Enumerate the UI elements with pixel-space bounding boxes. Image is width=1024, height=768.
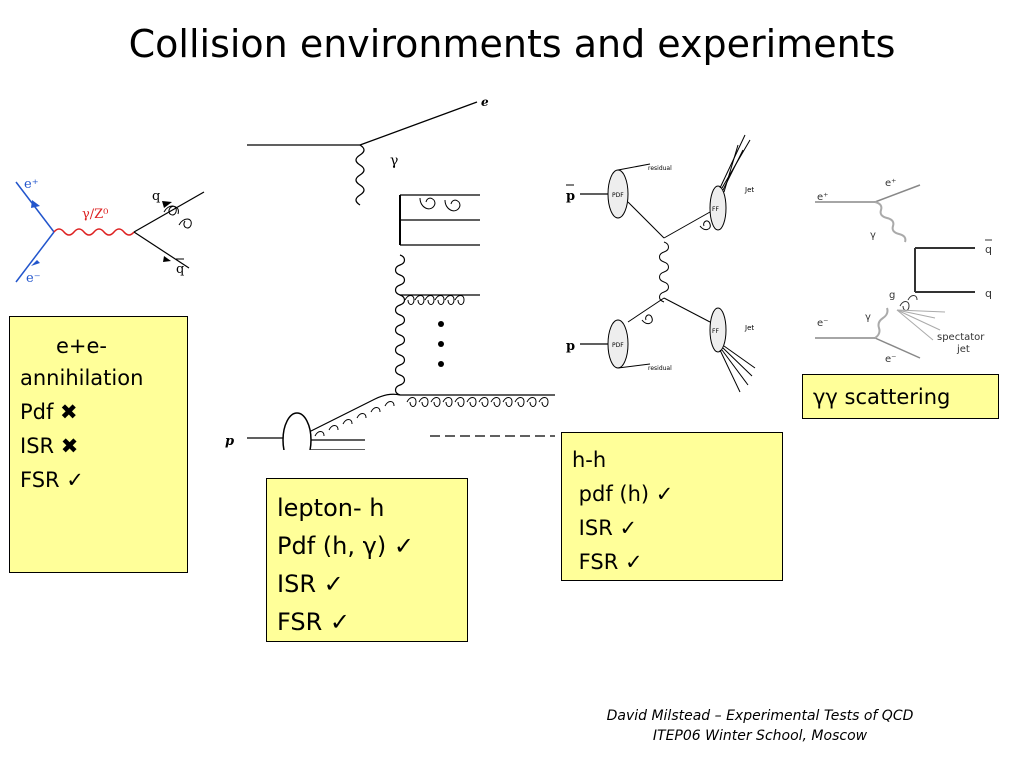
e-plus-label: e⁺: [24, 177, 39, 192]
svg-text:q: q: [985, 287, 992, 300]
hh-box-line: ISR ✓: [572, 516, 638, 540]
boson-label: γ/Z⁰: [82, 207, 108, 222]
gamma-gamma-diagram: e⁺ e⁺ γ q q g e⁻ e⁻ γ spectator jet: [815, 178, 992, 365]
hh-box-line: FSR ✓: [572, 550, 643, 574]
electron-label: e: [481, 95, 489, 109]
svg-text:jet: jet: [956, 344, 970, 355]
proton-label-hh: p: [566, 339, 575, 354]
ee-box-line: annihilation: [20, 366, 144, 390]
svg-text:g: g: [889, 290, 895, 301]
gamma-gamma-box: γγ scattering: [802, 374, 999, 419]
lepton-box-line: Pdf (h, γ) ✓: [277, 532, 414, 560]
photon-label: γ: [390, 153, 398, 169]
lepton-hadron-diagram: e γ p: [225, 95, 555, 450]
slide-title: Collision environments and experiments: [128, 22, 896, 66]
photon-line: [355, 144, 365, 206]
antiquark-label: q: [176, 262, 184, 277]
lepton-box-line: ISR ✓: [277, 570, 344, 598]
svg-text:e⁺: e⁺: [885, 178, 896, 189]
gluon-ladder: [394, 254, 406, 396]
lepton-box-line: FSR ✓: [277, 608, 351, 636]
e-minus-label: e⁻: [26, 271, 41, 286]
ee-box-line: FSR ✓: [20, 468, 84, 492]
ee-annihilation-diagram: e⁺ e⁻ γ/Z⁰ q q: [4, 170, 214, 300]
hadron-hadron-diagram: PDF residual p FF Jet PDF residual p FF …: [566, 134, 756, 393]
svg-text:Jet: Jet: [744, 324, 754, 332]
svg-text:FF: FF: [712, 328, 719, 335]
svg-text:e⁻: e⁻: [817, 318, 828, 329]
svg-text:PDF: PDF: [612, 192, 624, 199]
hh-box-heading: h-h: [572, 448, 607, 472]
ee-box-line: Pdf ✖: [20, 400, 78, 424]
proton-label: p: [225, 434, 234, 449]
footer-author: David Milstead – Experimental Tests of Q…: [606, 708, 914, 724]
boson-propagator: [53, 228, 135, 236]
svg-text:PDF: PDF: [612, 342, 624, 349]
proton-blob: [282, 412, 312, 450]
lepton-box-heading: lepton- h: [277, 494, 385, 522]
ee-box-heading: e+e-: [56, 334, 108, 358]
gamma-gamma-label: γγ scattering: [813, 385, 951, 409]
svg-text:q: q: [985, 243, 992, 256]
lepton-hadron-box: lepton- h Pdf (h, γ) ✓ ISR ✓ FSR ✓: [266, 478, 468, 642]
svg-text:residual: residual: [648, 365, 672, 372]
ee-annihilation-box: e+e- annihilation Pdf ✖ ISR ✖ FSR ✓: [9, 316, 188, 573]
hadron-hadron-box: h-h pdf (h) ✓ ISR ✓ FSR ✓: [561, 432, 783, 581]
quark-label: q: [152, 189, 160, 204]
footer: David Milstead – Experimental Tests of Q…: [560, 706, 960, 746]
svg-text:Jet: Jet: [744, 186, 754, 194]
ee-box-line: ISR ✖: [20, 434, 79, 458]
ff-blob-bottom: [709, 307, 727, 353]
svg-text:FF: FF: [712, 206, 719, 213]
svg-text:γ: γ: [865, 312, 871, 323]
antiproton-label: p: [566, 189, 575, 204]
svg-text:spectator: spectator: [937, 332, 985, 343]
hh-box-line: pdf (h) ✓: [572, 482, 674, 506]
ff-blob-top: [709, 185, 727, 231]
footer-event: ITEP06 Winter School, Moscow: [652, 728, 868, 744]
svg-text:γ: γ: [870, 230, 876, 241]
svg-text:residual: residual: [648, 165, 672, 172]
svg-text:e⁺: e⁺: [817, 192, 828, 203]
svg-text:e⁻: e⁻: [885, 354, 896, 365]
